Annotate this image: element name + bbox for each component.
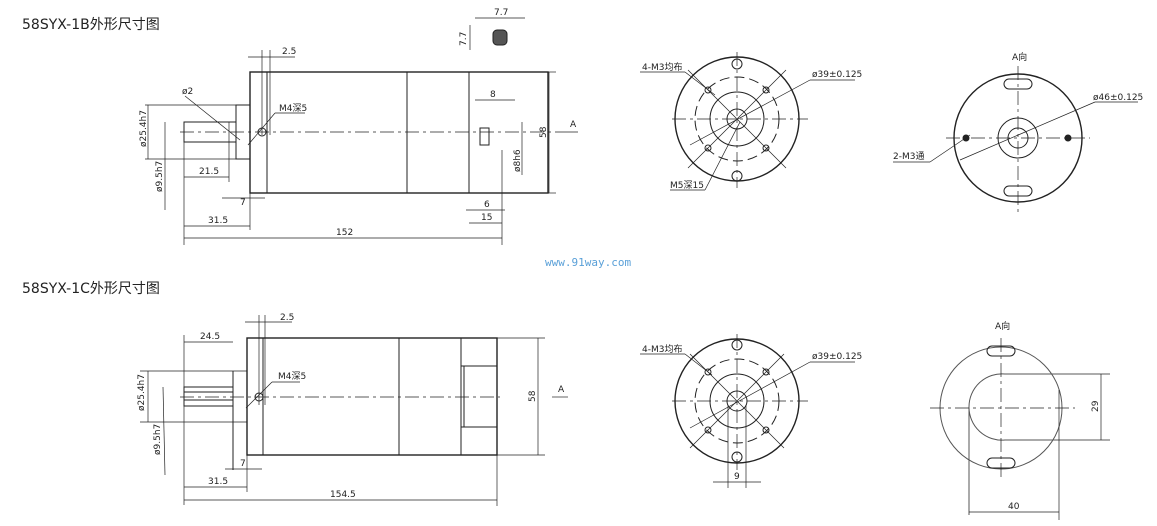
dim-8: 8 — [490, 90, 496, 100]
label-a-view-c: A向 — [995, 320, 1010, 332]
dim-24-5: 24.5 — [200, 332, 220, 342]
label-pcd-39: ø39±0.125 — [812, 70, 862, 80]
title-58syx-1c: 58SYX-1C外形尺寸图 — [22, 281, 160, 297]
label-2-m3: 2-M3通 — [893, 151, 924, 162]
dim-d2: ø2 — [182, 87, 193, 97]
dim-40: 40 — [1008, 502, 1020, 512]
label-4-m3: 4-M3均布 — [642, 61, 682, 73]
label-a-view: A向 — [1012, 51, 1027, 63]
dim-key-w: 7.7 — [494, 8, 508, 18]
dim-31-5: 31.5 — [208, 216, 228, 226]
dim-d25-4-c: ø25.4h7 — [137, 374, 147, 411]
rear-view-1c: A向 29 40 — [930, 320, 1110, 520]
dim-31-5-c: 31.5 — [208, 477, 228, 487]
dim-6: 6 — [484, 200, 490, 210]
dim-2-5: 2.5 — [282, 47, 296, 57]
label-pcd-46: ø46±0.125 — [1093, 93, 1143, 103]
dim-d25-4: ø25.4h7 — [139, 110, 149, 147]
view-arrow-a-c: A — [558, 385, 565, 395]
title-58syx-1b: 58SYX-1B外形尺寸图 — [22, 17, 160, 33]
watermark: www.91way.com — [545, 256, 632, 269]
dim-2-5-c: 2.5 — [280, 313, 294, 323]
dim-152: 152 — [336, 228, 353, 238]
rear-view-1b: A向 ø46±0.125 2-M3通 — [893, 51, 1143, 212]
dim-9: 9 — [734, 472, 740, 482]
side-view-1b: 2.5 ø2 M4深5 ø25.4h7 ø9.5h7 21.5 7 31.5 1… — [139, 8, 578, 245]
dim-key-h: 7.7 — [459, 32, 469, 46]
label-pcd-39-c: ø39±0.125 — [812, 352, 862, 362]
dim-7: 7 — [240, 198, 246, 208]
dim-154-5: 154.5 — [330, 490, 356, 500]
front-view-1b: 4-M3均布 ø39±0.125 M5深15 — [640, 52, 862, 191]
dim-m4-c: M4深5 — [278, 371, 306, 382]
dim-d8h6: ø8h6 — [513, 149, 523, 172]
dim-58-c: 58 — [528, 390, 538, 402]
dim-m4: M4深5 — [279, 103, 307, 114]
dim-29: 29 — [1091, 400, 1101, 412]
dim-d9-5-c: ø9.5h7 — [153, 424, 163, 455]
label-m5: M5深15 — [670, 180, 704, 191]
dim-d9-5: ø9.5h7 — [155, 161, 165, 192]
front-view-1c: 4-M3均布 ø39±0.125 9 — [640, 334, 862, 488]
dim-7-c: 7 — [240, 459, 246, 469]
side-view-1c: 2.5 24.5 M4深5 ø25.4h7 ø9.5h7 7 31.5 154.… — [137, 313, 568, 506]
dim-58: 58 — [539, 126, 549, 138]
label-4-m3-c: 4-M3均布 — [642, 343, 682, 355]
view-arrow-a: A — [570, 120, 577, 130]
dim-15: 15 — [481, 213, 492, 223]
dim-21-5: 21.5 — [199, 167, 219, 177]
